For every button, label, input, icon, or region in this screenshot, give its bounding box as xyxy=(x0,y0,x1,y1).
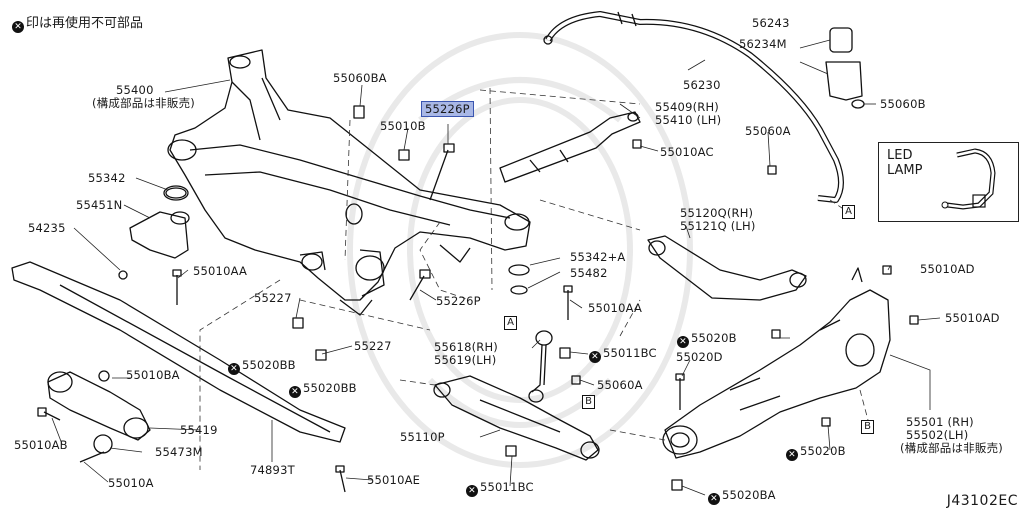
bracket-part xyxy=(129,185,190,259)
part-label-55010AA-left[interactable]: 55010AA xyxy=(193,264,248,278)
part-label-55451N[interactable]: 55451N xyxy=(76,198,123,212)
part-label-55120Q-55121Q[interactable]: 55120Q(RH) 55121Q (LH) xyxy=(680,207,756,233)
inset-stabilizer-icon xyxy=(941,148,996,210)
part-label-55226P-highlighted[interactable]: 55226P xyxy=(421,101,474,117)
stabilizer-link-part xyxy=(528,330,553,403)
part-label-54235[interactable]: 54235 xyxy=(28,221,66,235)
part-label-55501-55502[interactable]: 55501 (RH) 55502(LH) (構成部品は非販売) xyxy=(900,416,1003,455)
led-lamp-inset: LED LAMP xyxy=(878,142,1019,222)
part-number: 55121Q (LH) xyxy=(680,219,756,233)
part-label-55010AD-a[interactable]: 55010AD xyxy=(920,262,975,276)
fasteners xyxy=(37,105,919,493)
part-label-55011BC-a[interactable]: ✕55011BC xyxy=(589,347,657,363)
upper-link-part xyxy=(499,111,641,183)
part-number: 55409(RH) xyxy=(655,100,719,114)
part-label-55060BA[interactable]: 55060BA xyxy=(333,71,387,85)
part-number: 55020BB xyxy=(303,381,357,395)
part-label-56230[interactable]: 56230 xyxy=(683,78,721,92)
ref-box-a: A xyxy=(504,316,517,330)
non-reusable-mark-icon: ✕ xyxy=(677,336,689,348)
leader-lines xyxy=(51,39,941,496)
part-label-55419[interactable]: 55419 xyxy=(180,423,218,437)
part-label-55020B-a[interactable]: ✕55020B xyxy=(677,332,737,348)
legend-note-text: 印は再使用不可部品 xyxy=(26,16,144,31)
part-label-55020BB-a[interactable]: ✕55020BB xyxy=(228,359,296,375)
part-label-55020B-b[interactable]: ✕55020B xyxy=(786,445,846,461)
rear-member-part xyxy=(11,261,346,443)
non-reusable-mark-icon: ✕ xyxy=(228,363,240,375)
part-label-55226P[interactable]: 55226P xyxy=(436,294,481,308)
non-reusable-mark-icon: ✕ xyxy=(289,386,301,398)
ref-box-b: B xyxy=(861,420,874,434)
ref-box-b: B xyxy=(582,395,595,409)
legend-note: ✕印は再使用不可部品 xyxy=(12,12,143,33)
stabilizer-bushing-part xyxy=(825,27,865,109)
non-reusable-mark-icon: ✕ xyxy=(786,449,798,461)
part-label-55409-55410[interactable]: 55409(RH) 55410 (LH) xyxy=(655,101,721,127)
inset-label: LED LAMP xyxy=(887,148,923,178)
part-label-55342A[interactable]: 55342+A xyxy=(570,250,626,264)
watermark xyxy=(347,32,693,468)
part-label-55010AA-center[interactable]: 55010AA xyxy=(588,301,643,315)
part-label-55010AD-b[interactable]: 55010AD xyxy=(945,311,1000,325)
part-number: 55502(LH) xyxy=(906,428,969,442)
subframe-part xyxy=(167,49,531,316)
part-label-55060B[interactable]: 55060B xyxy=(880,97,926,111)
part-label-74893T[interactable]: 74893T xyxy=(250,463,295,477)
part-number: 55011BC xyxy=(480,480,534,494)
part-label-55618-55619[interactable]: 55618(RH) 55619(LH) xyxy=(434,341,498,367)
part-label-55010A[interactable]: 55010A xyxy=(108,476,154,490)
non-reusable-mark-icon: ✕ xyxy=(12,21,24,33)
non-reusable-mark-icon: ✕ xyxy=(466,485,478,497)
non-reusable-mark-icon: ✕ xyxy=(589,351,601,363)
part-number: 55410 (LH) xyxy=(655,113,722,127)
guide-lines xyxy=(199,87,869,470)
part-label-56243[interactable]: 56243 xyxy=(752,16,790,30)
part-number: 55120Q(RH) xyxy=(680,206,754,220)
part-number: 55020BA xyxy=(722,488,776,502)
part-label-55060A-right[interactable]: 55060A xyxy=(745,124,791,138)
non-reusable-mark-icon: ✕ xyxy=(708,493,720,505)
part-label-55227-a[interactable]: 55227 xyxy=(254,291,292,305)
part-label-55473M[interactable]: 55473M xyxy=(155,445,203,459)
stabilizer-bar-part xyxy=(543,11,844,203)
part-label-55020D[interactable]: 55020D xyxy=(676,350,723,364)
part-label-55010B[interactable]: 55010B xyxy=(380,119,426,133)
lower-arm-part xyxy=(433,375,600,461)
diagram-code: J43102EC xyxy=(946,493,1018,509)
ref-box-a: A xyxy=(842,205,855,219)
part-label-55060A-center[interactable]: 55060A xyxy=(597,378,643,392)
lateral-link-part xyxy=(647,235,807,301)
part-label-55227-b[interactable]: 55227 xyxy=(354,339,392,353)
part-number: 55011BC xyxy=(603,346,657,360)
part-label-55010AB[interactable]: 55010AB xyxy=(14,438,68,452)
part-label-55010AC[interactable]: 55010AC xyxy=(660,145,714,159)
part-note: (構成部品は非販売) xyxy=(92,96,195,110)
part-number: 55618(RH) xyxy=(434,340,498,354)
part-label-55010BA[interactable]: 55010BA xyxy=(126,368,180,382)
part-label-56234M[interactable]: 56234M xyxy=(739,37,787,51)
part-number: 55020BB xyxy=(242,358,296,372)
part-number: 55400 xyxy=(116,83,154,97)
part-label-55342[interactable]: 55342 xyxy=(88,171,126,185)
part-label-55020BB-b[interactable]: ✕55020BB xyxy=(289,382,357,398)
part-label-55010AE[interactable]: 55010AE xyxy=(367,473,421,487)
part-number: 55619(LH) xyxy=(434,353,497,367)
part-number: 55020B xyxy=(800,444,846,458)
part-label-55110P[interactable]: 55110P xyxy=(400,430,445,444)
part-number: 55501 (RH) xyxy=(906,415,974,429)
part-number: 55020B xyxy=(691,331,737,345)
part-note: (構成部品は非販売) xyxy=(900,441,1003,455)
part-label-55020BA[interactable]: ✕55020BA xyxy=(708,489,776,505)
part-label-55011BC-b[interactable]: ✕55011BC xyxy=(466,481,534,497)
part-label-55400[interactable]: 55400 (構成部品は非販売) xyxy=(92,84,195,110)
part-label-55482[interactable]: 55482 xyxy=(570,266,608,280)
